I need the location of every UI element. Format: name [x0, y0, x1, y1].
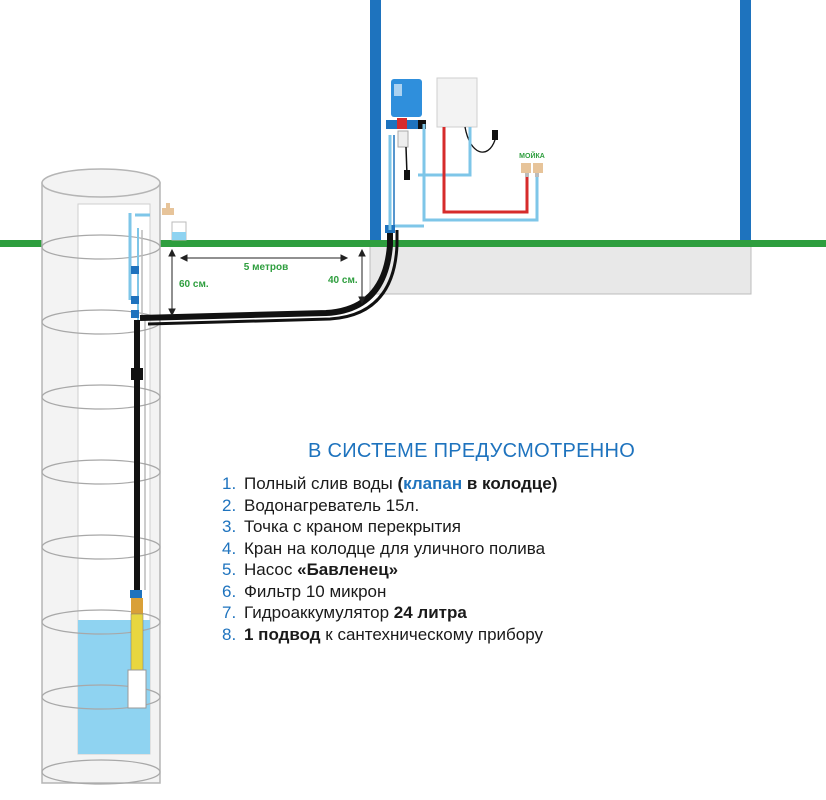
- legend-item-number: 5.: [222, 560, 237, 579]
- legend-item-text: Точка с краном перекрытия: [244, 517, 461, 536]
- legend-item: 6. Фильтр 10 микрон: [222, 581, 822, 603]
- legend-item-bold: 24 литра: [393, 603, 467, 622]
- check-valve: [131, 368, 143, 380]
- water-heater-15l: [436, 77, 478, 128]
- legend-item: 4. Кран на колодце для уличного полива: [222, 538, 822, 560]
- house-wall-right: [740, 0, 751, 246]
- legend-item: 1. Полный слив воды (клапан в колодце): [222, 473, 822, 495]
- legend-item-text: Насос: [244, 560, 298, 579]
- legend-item-bracket: (: [392, 474, 404, 493]
- legend-item-text: к сантехническому прибору: [320, 624, 543, 644]
- well-top-rim: [41, 168, 161, 198]
- ground-line: [0, 240, 826, 247]
- dimension-lines: [168, 248, 366, 317]
- legend-title: В СИСТЕМЕ ПРЕДУСМОТРЕННО: [308, 440, 636, 462]
- legend: В СИСТЕМЕ ПРЕДУСМОТРЕННО 1. Полный слив в…: [222, 440, 822, 645]
- legend-item-number: 8.: [222, 624, 237, 644]
- legend-list: 1. Полный слив воды (клапан в колодце) 2.…: [222, 473, 822, 645]
- label-5m: 5 метров: [244, 262, 288, 273]
- garden-tap: [162, 203, 187, 241]
- legend-item: 2. Водонагреватель 15л.: [222, 495, 822, 517]
- legend-item-bold: «Бавленец»: [297, 560, 399, 579]
- legend-item-number: 6.: [222, 581, 237, 601]
- label-40cm: 40 см.: [328, 275, 358, 286]
- legend-item-text: Гидроаккумулятор: [244, 603, 394, 622]
- label-60cm: 60 см.: [179, 279, 209, 290]
- label-sink: МОЙКА: [519, 151, 545, 160]
- house-foundation: [369, 244, 752, 295]
- legend-item-number: 7.: [222, 603, 237, 622]
- legend-item: 3. Точка с краном перекрытия: [222, 516, 822, 538]
- legend-item-number: 2.: [222, 495, 237, 515]
- legend-item-text: Фильтр 10 микрон: [244, 581, 387, 601]
- legend-item-number: 4.: [222, 538, 237, 558]
- indoor-equipment: [386, 77, 543, 230]
- riser-pipe: [128, 213, 150, 598]
- legend-item-bold: в колодце): [462, 474, 558, 493]
- main-supply-pipe: [139, 230, 393, 321]
- legend-item-text: Водонагреватель 15л.: [244, 495, 420, 515]
- legend-item: 7. Гидроаккумулятор 24 литра: [222, 602, 822, 624]
- legend-item: 5. Насос «Бавленец»: [222, 559, 822, 581]
- pump-bavlenets: [127, 598, 147, 709]
- house-wall-left: [370, 0, 381, 246]
- legend-item-highlight: клапан: [403, 474, 463, 493]
- legend-item-number: 1.: [222, 474, 237, 493]
- legend-item-bold: 1 подвод: [244, 624, 321, 644]
- legend-item-text: Кран на колодце для уличного полива: [244, 538, 546, 558]
- legend-item-number: 3.: [222, 517, 237, 536]
- filter-10-micron: [397, 130, 409, 148]
- legend-item: 8. 1 подвод к сантехническому прибору: [222, 624, 822, 646]
- legend-item-text: Полный слив воды: [244, 474, 393, 493]
